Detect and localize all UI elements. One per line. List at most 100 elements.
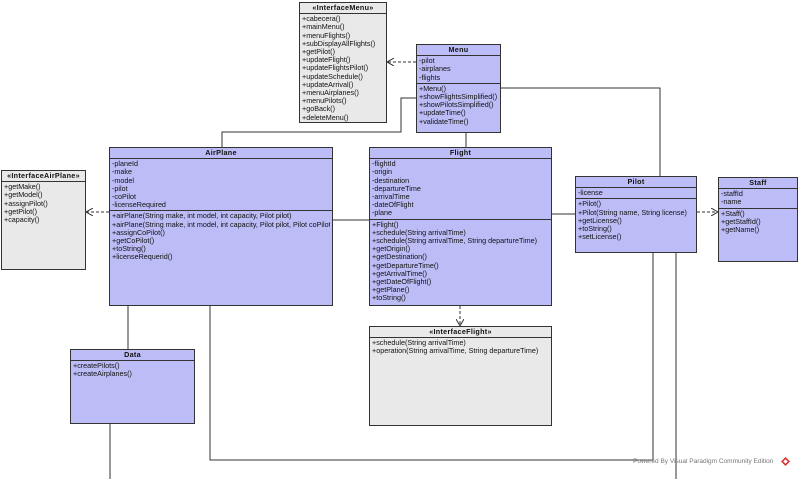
method: +menuFlights() — [302, 31, 351, 40]
class-title: Pilot — [576, 177, 696, 189]
method: +getStaffId() — [721, 217, 761, 226]
class-title: «InterfaceMenu» — [300, 3, 386, 15]
attribute: -pilot — [419, 57, 435, 66]
method: +showPilotsSimplified() — [419, 101, 494, 110]
class-title: Flight — [370, 148, 551, 160]
methods-section: +Menu() +showFlightsSimplified() +showPi… — [417, 84, 500, 127]
attribute: -coPilot — [112, 193, 136, 202]
method: +updateSchedule() — [302, 72, 363, 81]
method: +airPlane(String make, int model, int ca… — [112, 212, 292, 221]
attribute: -departureTime — [372, 184, 421, 193]
method: +getDateOfFlight() — [372, 278, 432, 287]
method: +getDestination() — [372, 253, 427, 262]
attribute: -dateOfFlight — [372, 201, 414, 210]
method: +getName() — [721, 226, 760, 235]
attribute: -model — [112, 176, 134, 185]
attributes-section: -staffId -name — [719, 189, 797, 209]
method: +licenseRequerid() — [112, 253, 173, 262]
class-title: Menu — [417, 45, 500, 57]
attribute: -name — [721, 198, 742, 207]
interface-flight-box[interactable]: «InterfaceFlight» +schedule(String arriv… — [369, 326, 552, 426]
method: +airPlane(String make, int model, int ca… — [112, 220, 330, 229]
flight-class-box[interactable]: Flight -flightId -origin -destination -d… — [369, 147, 552, 306]
method: +menuPilots() — [302, 97, 347, 106]
method: +mainMenu() — [302, 23, 345, 32]
method: +schedule(String arrivalTime) — [372, 228, 466, 237]
method: +assignCoPilot() — [112, 228, 165, 237]
method: +getModel() — [4, 191, 43, 200]
method: +Pilot(String name, String license) — [578, 208, 687, 217]
interface-airplane-box[interactable]: «InterfaceAirPlane» +getMake() +getModel… — [1, 170, 86, 270]
method: +assignPilot() — [4, 199, 48, 208]
method: +getPlane() — [372, 286, 410, 295]
method: +validateTime() — [419, 117, 469, 126]
method: +operation(String arrivalTime, String de… — [372, 347, 539, 356]
attribute: -make — [112, 168, 132, 177]
method: +updateFlightsPilot() — [302, 64, 369, 73]
method: +getOrigin() — [372, 245, 411, 254]
attribute: -flights — [419, 73, 441, 82]
methods-section: +Flight() +schedule(String arrivalTime) … — [370, 220, 551, 304]
attribute: -origin — [372, 168, 392, 177]
class-title: Staff — [719, 178, 797, 190]
method: +getPilot() — [4, 207, 37, 216]
attributes-section: -flightId -origin -destination -departur… — [370, 159, 551, 220]
attributes-section: -license — [576, 188, 696, 200]
method: +schedule(String arrivalTime, String dep… — [372, 237, 538, 246]
visual-paradigm-logo-icon — [781, 457, 790, 466]
method: +updateTime() — [419, 109, 466, 118]
attributes-section: -pilot -airplanes -flights — [417, 56, 500, 84]
method: +toString() — [372, 294, 406, 303]
airplane-class-box[interactable]: AirPlane -planeId -make -model -pilot -c… — [109, 147, 333, 306]
method: +createPilots() — [73, 362, 120, 371]
method: +updateFlight() — [302, 56, 351, 65]
method: +deleteMenu() — [302, 113, 349, 122]
airplane-pilot-association — [209, 253, 654, 461]
method: +capacity() — [4, 216, 40, 225]
attribute: -pilot — [112, 184, 128, 193]
methods-section: +getMake() +getModel() +assignPilot() +g… — [2, 182, 85, 225]
method: +getArrivalTime() — [372, 269, 428, 278]
methods-section: +Staff() +getStaffId() +getName() — [719, 209, 797, 236]
footer-credit: Powered By Visual Paradigm Community Edi… — [633, 458, 774, 465]
methods-section: +Pilot() +Pilot(String name, String lice… — [576, 199, 696, 242]
method: +Menu() — [419, 84, 446, 93]
methods-section: +airPlane(String make, int model, int ca… — [110, 211, 332, 262]
method: +updateArrival() — [302, 80, 354, 89]
staff-class-box[interactable]: Staff -staffId -name +Staff() +getStaffI… — [718, 177, 798, 262]
method: +showFlightsSimplified() — [419, 93, 498, 102]
method: +menuAirplanes() — [302, 89, 359, 98]
method: +getCoPilot() — [112, 237, 155, 246]
method: +Flight() — [372, 220, 399, 229]
attribute: -license — [578, 189, 603, 198]
attribute: -plane — [372, 209, 392, 218]
class-title: Data — [71, 350, 194, 362]
pilot-class-box[interactable]: Pilot -license +Pilot() +Pilot(String na… — [575, 176, 697, 253]
method: +getDepartureTime() — [372, 261, 439, 270]
methods-section: +schedule(String arrivalTime) +operation… — [370, 338, 551, 356]
method: +subDisplayAllFlights() — [302, 39, 376, 48]
menu-class-box[interactable]: Menu -pilot -airplanes -flights +Menu() … — [416, 44, 501, 133]
method: +toString() — [112, 245, 146, 254]
attribute: -airplanes — [419, 65, 451, 74]
method: +cabecera() — [302, 15, 341, 24]
method: +getLicense() — [578, 216, 622, 225]
method: +getMake() — [4, 183, 41, 192]
method: +createAirplanes() — [73, 370, 132, 379]
methods-section: +cabecera() +mainMenu() +menuFlights() +… — [300, 14, 386, 123]
method: +setLicense() — [578, 233, 622, 242]
class-title: «InterfaceFlight» — [370, 327, 551, 339]
method: +toString() — [578, 225, 612, 234]
method: +Pilot() — [578, 200, 601, 209]
method: +schedule(String arrivalTime) — [372, 339, 466, 348]
data-pilot-association — [109, 253, 677, 479]
data-class-box[interactable]: Data +createPilots() +createAirplanes() — [70, 349, 195, 424]
methods-section: +createPilots() +createAirplanes() — [71, 361, 194, 379]
attribute: -destination — [372, 176, 410, 185]
method: +goBack() — [302, 105, 335, 114]
method: +getPilot() — [302, 48, 335, 57]
attribute: -flightId — [372, 160, 396, 169]
interface-menu-box[interactable]: «InterfaceMenu» +cabecera() +mainMenu() … — [299, 2, 387, 123]
attribute: -planeId — [112, 160, 138, 169]
